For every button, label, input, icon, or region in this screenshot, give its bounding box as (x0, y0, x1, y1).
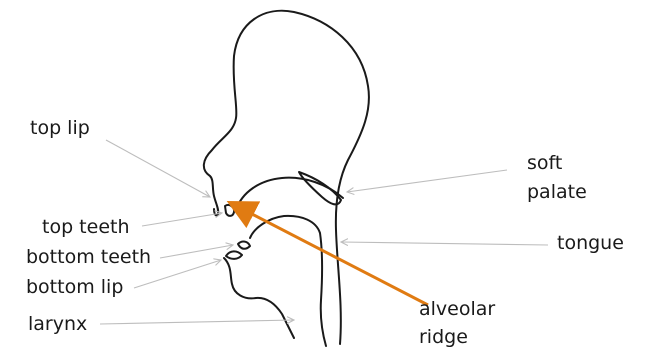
leader-bottom-teeth (160, 245, 233, 258)
label-top-teeth: top teeth (42, 216, 130, 238)
leader-soft-palate (347, 170, 507, 192)
label-top-lip: top lip (30, 117, 90, 139)
leader-top-lip (106, 140, 210, 197)
bottom-teeth-shape (238, 242, 250, 249)
teeth-and-lips (225, 205, 250, 259)
label-larynx: larynx (28, 313, 87, 335)
labels: top lip top teeth bottom teeth bottom li… (26, 117, 624, 348)
palate-arch (236, 178, 343, 210)
top-teeth-shape (225, 205, 234, 216)
leader-tongue (341, 242, 548, 245)
chin-jaw (224, 258, 294, 338)
leader-larynx (100, 320, 294, 324)
label-soft-palate-2: palate (527, 181, 587, 203)
soft-palate-shape (299, 172, 341, 204)
head-profile (204, 11, 369, 346)
label-bottom-lip: bottom lip (26, 276, 123, 298)
label-bottom-teeth: bottom teeth (26, 246, 151, 268)
label-alveolar-2: ridge (419, 326, 468, 348)
label-soft-palate-1: soft (527, 152, 562, 174)
leader-lines (100, 140, 548, 324)
bottom-lip-shape (226, 251, 242, 259)
label-tongue: tongue (557, 232, 624, 254)
alveolar-ridge-arrow (248, 212, 428, 305)
label-alveolar-1: alveolar (419, 298, 495, 320)
leader-top-teeth (142, 213, 222, 226)
